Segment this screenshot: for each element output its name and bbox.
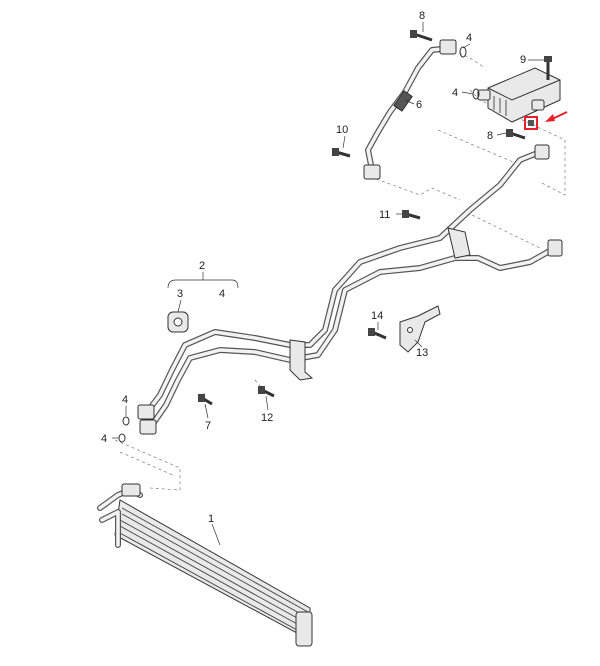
red-arrow-icon [545, 111, 568, 122]
bolt-icon [368, 328, 387, 340]
callout-4-left: 4 [122, 394, 128, 406]
upper-hose-part-6 [363, 39, 457, 180]
callout-3: 3 [177, 288, 183, 300]
callout-10: 10 [336, 124, 348, 136]
red-square-marker [524, 116, 538, 130]
bolt-icon [410, 30, 433, 42]
callout-leader-lines [112, 22, 544, 546]
bolt-icon [402, 210, 421, 220]
main-coolant-pipe-pair [137, 144, 563, 435]
callout-14: 14 [371, 310, 383, 322]
highlight-marker-group [524, 111, 568, 130]
oil-cooler-part-1 [97, 483, 313, 647]
callout-4-lower: 4 [101, 433, 107, 445]
callout-labels: 8 4 9 4 6 8 10 11 2 3 4 14 13 12 7 4 4 1 [101, 10, 526, 525]
bolt-icon [332, 148, 351, 158]
bolt-icon [258, 386, 275, 398]
callout-8-top: 8 [419, 10, 425, 22]
callout-8-cooler: 8 [487, 130, 493, 142]
callout-2: 2 [199, 260, 205, 272]
bracket-part-13 [399, 305, 441, 353]
callout-6: 6 [416, 99, 422, 111]
auxiliary-cooler-module [477, 67, 561, 123]
callout-4-group: 4 [219, 288, 225, 300]
callout-12: 12 [261, 412, 273, 424]
callout-1: 1 [208, 513, 214, 525]
callout-4-cooler: 4 [452, 87, 458, 99]
callout-9: 9 [520, 54, 526, 66]
clamp-part-3 [167, 311, 189, 333]
callout-4-top: 4 [466, 32, 472, 44]
bolt-icon [544, 56, 552, 80]
callout-13: 13 [416, 347, 428, 359]
callout-7: 7 [205, 420, 211, 432]
bolt-icon [198, 394, 213, 406]
bolt-icon [506, 129, 526, 140]
fasteners [118, 30, 552, 443]
callout-11: 11 [379, 209, 390, 221]
